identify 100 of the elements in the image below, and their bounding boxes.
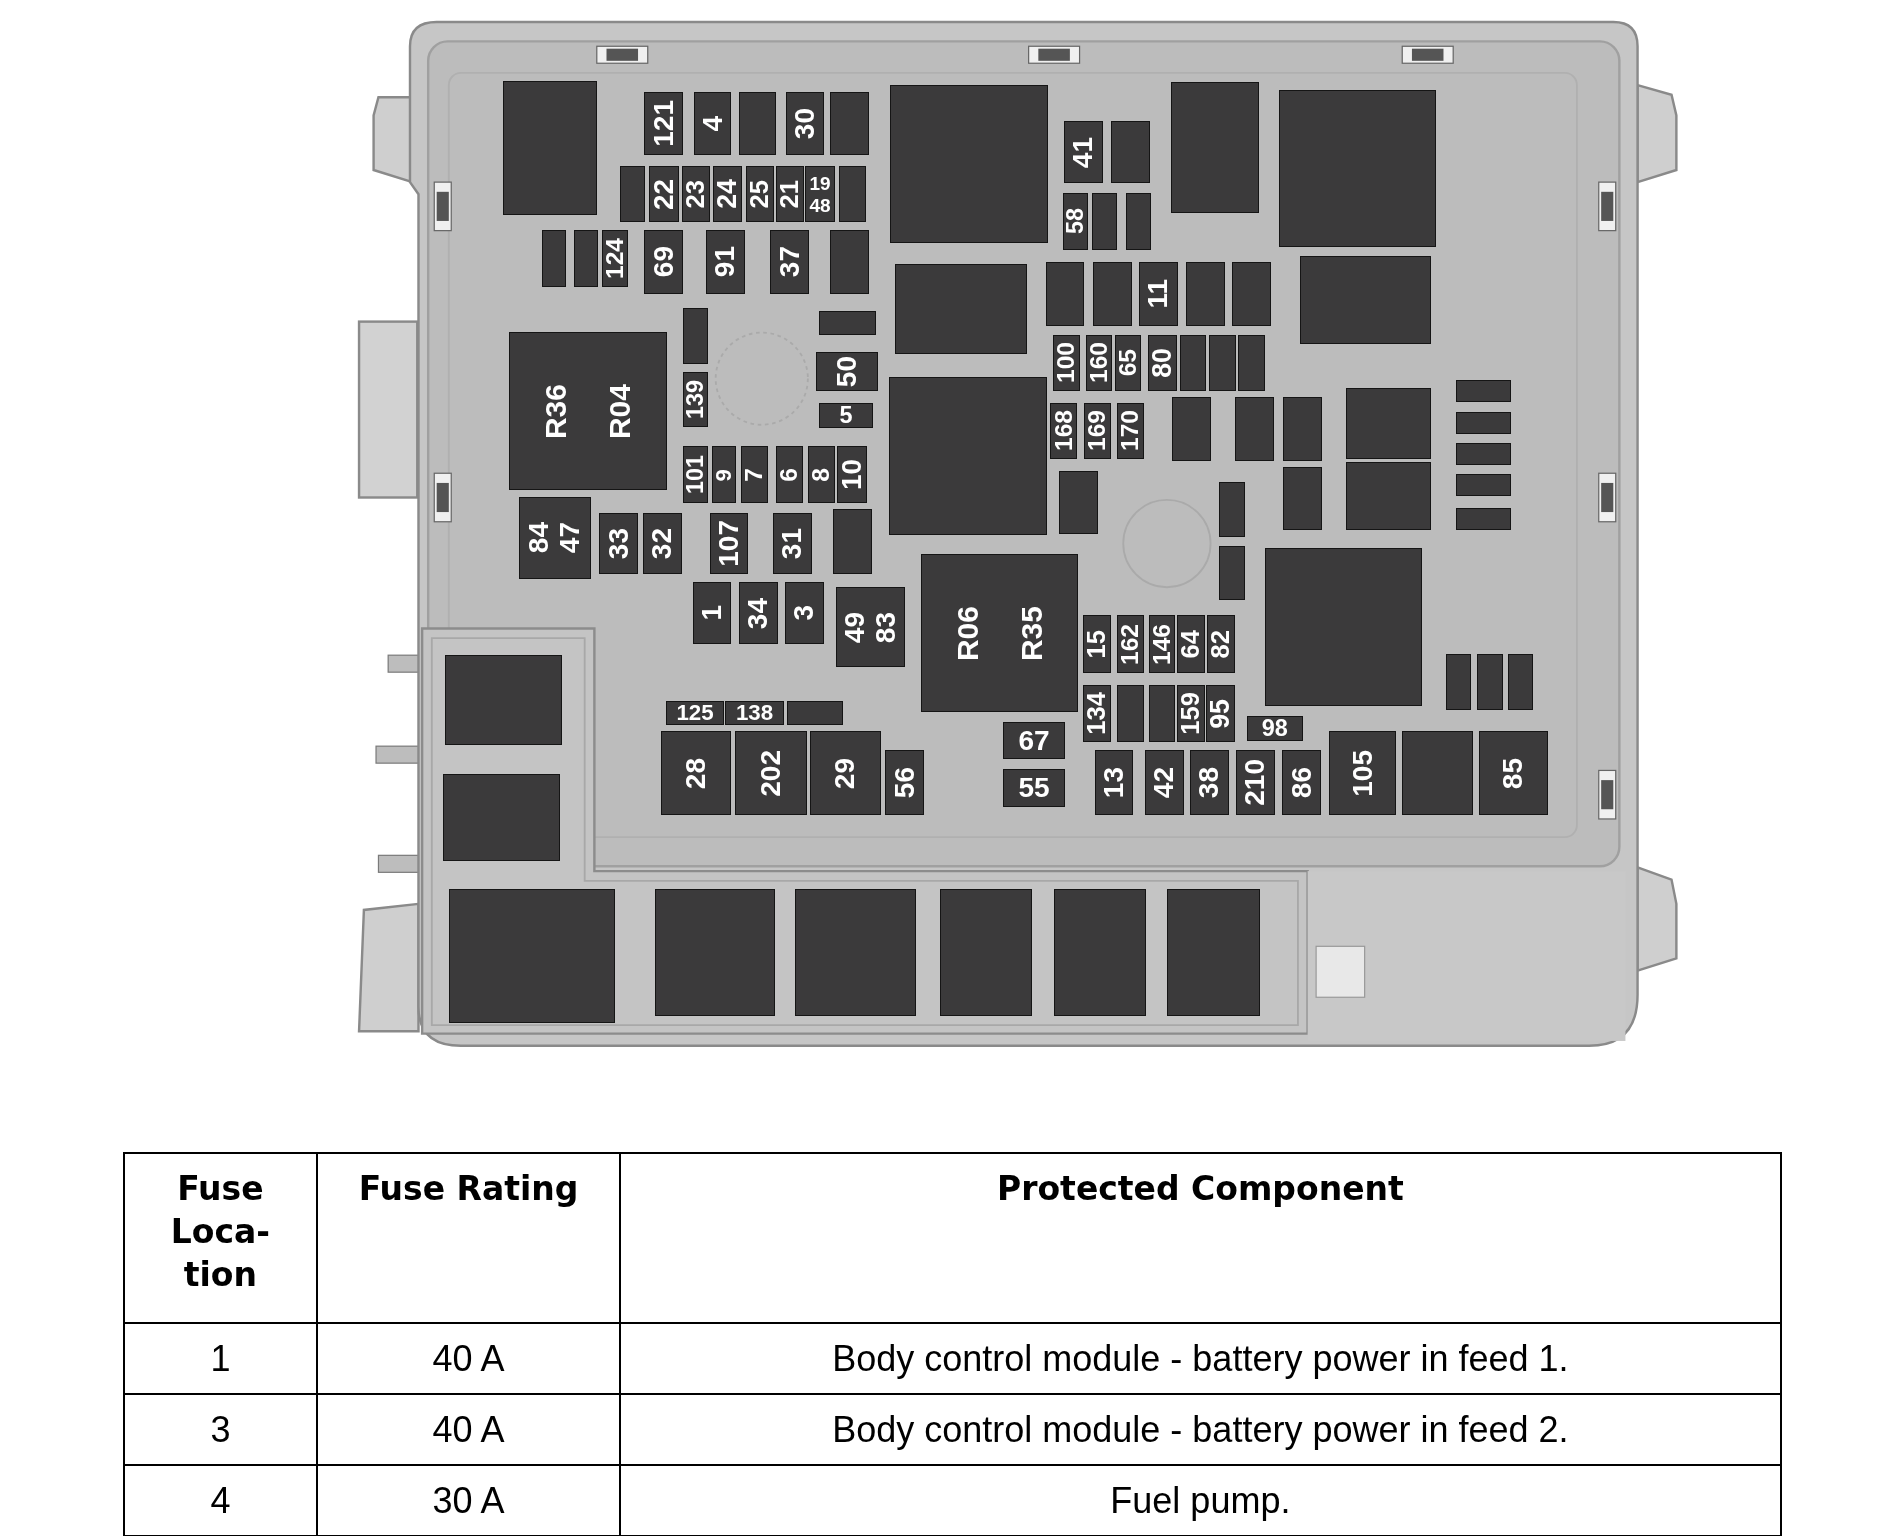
fuse-number: 37 [775, 246, 804, 278]
relay [794, 889, 916, 1017]
fuse-number: 22 [650, 178, 679, 210]
relay-label: 29 [831, 757, 860, 789]
fuse-number: 4 [698, 115, 727, 132]
fuse [648, 166, 680, 222]
fuse [1084, 402, 1112, 459]
fuse [1117, 402, 1144, 459]
relay-label: R35 [1016, 605, 1047, 661]
relay-label: R04 [605, 383, 636, 439]
relay-label: 105 [1348, 749, 1377, 797]
fuse [1283, 396, 1323, 461]
relay [442, 773, 561, 862]
table-cell: Fuel pump. [619, 1465, 1781, 1536]
relay [1300, 255, 1432, 345]
relay [1170, 82, 1260, 214]
fuse-number: 31 [778, 527, 807, 559]
fuse-number: 9 [713, 468, 736, 482]
fuse [1063, 121, 1103, 184]
fuse [1092, 262, 1132, 327]
relay-label: 28 [682, 757, 711, 789]
fuse-number: 101 [683, 455, 708, 495]
relay [1329, 731, 1397, 816]
fuse-number: 5 [839, 403, 853, 428]
fuse-number: 124 [602, 238, 628, 280]
fuse [1205, 685, 1235, 743]
relay [920, 554, 1079, 713]
fuse [770, 230, 810, 294]
relay [503, 81, 597, 215]
fuse [805, 166, 835, 222]
fuse-number: 56 [890, 766, 919, 798]
relay [1346, 388, 1432, 459]
fuse [542, 230, 567, 288]
fuse [1117, 615, 1144, 674]
fuse-number: 50 [833, 355, 862, 387]
fuse-number: 107 [715, 520, 743, 567]
fuse-number: 13 [1100, 766, 1129, 798]
fuse [705, 230, 745, 294]
fuse-number: 121 [649, 100, 678, 148]
table-cell: Body control module - battery power in feed 2. [619, 1394, 1781, 1466]
relay [655, 889, 776, 1017]
fuse-number: 23 [682, 179, 709, 209]
fuse [1083, 685, 1112, 743]
fuse [1083, 615, 1112, 674]
fuse-number: 10 [838, 459, 867, 491]
fuse [829, 230, 869, 294]
fuse [885, 749, 925, 816]
fuse [573, 230, 598, 288]
relay [735, 731, 807, 816]
fuse-number: 146 [1149, 623, 1175, 665]
relay [940, 889, 1033, 1017]
fuse-number: 168 [1051, 410, 1077, 452]
relay-label: 49 [840, 611, 869, 643]
relay [1478, 731, 1548, 816]
fuse [682, 446, 709, 504]
fuse [1189, 749, 1229, 816]
relay [895, 264, 1028, 355]
fuse-number: 125 [676, 702, 714, 725]
relay [810, 731, 881, 816]
fuse [1219, 545, 1245, 601]
fuse [713, 166, 743, 222]
table-cell: 40 A [317, 1323, 620, 1395]
fuse-number: 30 [790, 108, 819, 140]
fuse [1282, 749, 1321, 816]
fuse [807, 446, 835, 504]
fuse [833, 509, 873, 574]
fuse-number: 159 [1177, 692, 1204, 736]
fuse-number: 169 [1085, 410, 1111, 452]
fuse [829, 92, 869, 156]
fuse-number: 25 [747, 179, 773, 209]
fuse-number: 160 [1086, 342, 1112, 384]
relay [889, 377, 1047, 535]
fuse [1477, 653, 1503, 710]
fuse [665, 701, 725, 726]
fuse [1139, 262, 1178, 327]
fuse [682, 308, 709, 364]
fuse-number: 139 [683, 380, 708, 420]
fuse-number: 58 [1063, 208, 1088, 235]
fuse [1180, 334, 1206, 391]
fuse-number: 138 [735, 702, 774, 725]
fuse-number: 11 [1144, 279, 1173, 309]
fuse-number: 48 [809, 195, 831, 215]
fuse [1455, 412, 1512, 435]
column-header: Protected Component [619, 1153, 1781, 1324]
table-cell: 30 A [317, 1465, 620, 1536]
fuse-number: 32 [648, 527, 677, 559]
column-header: Fuse Rating [317, 1153, 620, 1324]
fuse [681, 166, 710, 222]
fuse [776, 446, 803, 504]
fuse-number: 64 [1177, 629, 1204, 659]
fuse [836, 446, 868, 504]
fuse [642, 513, 682, 574]
fuse [1455, 474, 1512, 497]
fuse [1117, 685, 1144, 743]
relay-label: 85 [1499, 757, 1528, 789]
fuse [839, 166, 867, 222]
fuse [816, 351, 879, 391]
fuse-number: 55 [1018, 773, 1050, 802]
fuse-number: 6 [777, 468, 802, 482]
fuse [619, 166, 646, 222]
